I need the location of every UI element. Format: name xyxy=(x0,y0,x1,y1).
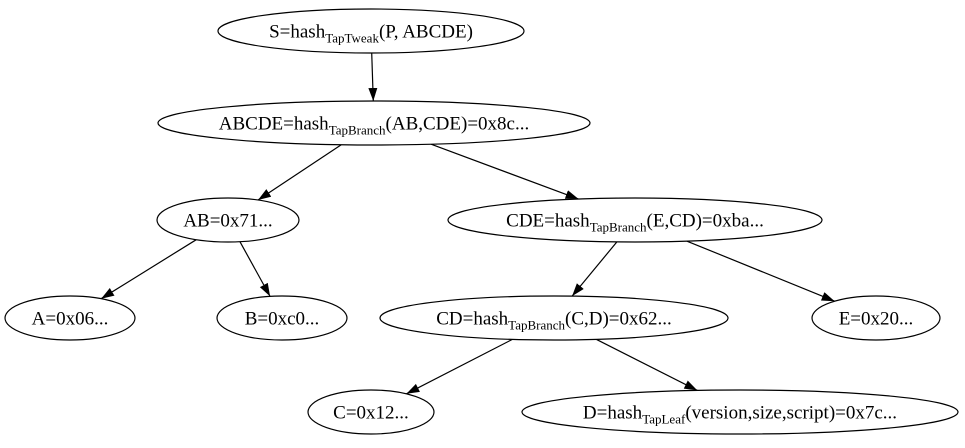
label-text: C=0x12... xyxy=(333,403,409,424)
node-AB-ellipse xyxy=(156,197,300,243)
node-CD: CD=hashTapBranch(C,D)=0x62... xyxy=(379,295,729,341)
label-text: A=0x06... xyxy=(32,309,109,330)
node-D: D=hashTapLeaf(version,size,script)=0x7c.… xyxy=(521,389,959,435)
node-E-label: E=0x20... xyxy=(839,309,914,330)
label-text: (E,CD)=0xba... xyxy=(647,211,764,232)
node-C-label: C=0x12... xyxy=(333,403,409,424)
node-layer: S=hashTapTweak(P, ABCDE)ABCDE=hashTapBra… xyxy=(4,8,959,435)
node-S-ellipse xyxy=(217,8,525,54)
node-ABCDE-ellipse xyxy=(157,100,591,146)
node-D-label: D=hashTapLeaf(version,size,script)=0x7c.… xyxy=(583,403,897,427)
label-text: (AB,CDE)=0x8c... xyxy=(386,114,530,135)
node-S: S=hashTapTweak(P, ABCDE) xyxy=(217,8,525,54)
label-text: CDE=hash xyxy=(506,211,590,232)
edge-ABCDE-AB xyxy=(257,144,342,201)
node-AB: AB=0x71... xyxy=(156,197,300,243)
label-text: S=hash xyxy=(269,22,326,43)
node-A-ellipse xyxy=(4,295,136,341)
node-C-ellipse xyxy=(307,389,435,435)
edge-CDE-E xyxy=(686,240,835,302)
label-subscript: TapLeaf xyxy=(642,412,686,427)
label-text: E=0x20... xyxy=(839,309,914,330)
node-CDE-ellipse xyxy=(447,197,823,243)
node-B-label: B=0xc0... xyxy=(245,309,320,330)
edge-S-ABCDE xyxy=(368,52,378,102)
label-text: CD=hash xyxy=(436,309,508,330)
node-C: C=0x12... xyxy=(307,389,435,435)
label-subscript: TapTweak xyxy=(325,31,379,46)
label-text: (P, ABCDE) xyxy=(379,22,473,43)
node-B-ellipse xyxy=(216,295,348,341)
node-D-ellipse xyxy=(521,389,959,435)
label-text: B=0xc0... xyxy=(245,309,320,330)
node-A: A=0x06... xyxy=(4,295,136,341)
edge-CD-C xyxy=(406,338,513,395)
node-CD-ellipse xyxy=(379,295,729,341)
edge-AB-B xyxy=(239,241,271,297)
node-CDE: CDE=hashTapBranch(E,CD)=0xba... xyxy=(447,197,823,243)
node-CD-label: CD=hashTapBranch(C,D)=0x62... xyxy=(436,309,672,333)
node-ABCDE-label: ABCDE=hashTapBranch(AB,CDE)=0x8c... xyxy=(219,114,529,138)
edge-layer xyxy=(100,52,835,395)
label-subscript: TapBranch xyxy=(590,220,647,235)
node-E: E=0x20... xyxy=(811,295,941,341)
label-subscript: TapBranch xyxy=(329,123,386,138)
node-S-label: S=hashTapTweak(P, ABCDE) xyxy=(269,22,473,46)
node-ABCDE: ABCDE=hashTapBranch(AB,CDE)=0x8c... xyxy=(157,100,591,146)
edge-ABCDE-CDE xyxy=(430,143,579,200)
label-subscript: TapBranch xyxy=(508,318,565,333)
node-B: B=0xc0... xyxy=(216,295,348,341)
label-text: ABCDE=hash xyxy=(219,114,329,135)
node-CDE-label: CDE=hashTapBranch(E,CD)=0xba... xyxy=(506,211,764,235)
node-A-label: A=0x06... xyxy=(32,309,109,330)
edge-CDE-CD xyxy=(571,241,618,297)
node-E-ellipse xyxy=(811,295,941,341)
label-text: (version,size,script)=0x7c... xyxy=(685,403,897,424)
edge-CD-D xyxy=(595,338,698,391)
node-AB-label: AB=0x71... xyxy=(183,211,272,232)
label-text: D=hash xyxy=(583,403,643,424)
label-text: AB=0x71... xyxy=(183,211,272,232)
edge-AB-A xyxy=(100,239,197,300)
label-text: (C,D)=0x62... xyxy=(565,309,672,330)
